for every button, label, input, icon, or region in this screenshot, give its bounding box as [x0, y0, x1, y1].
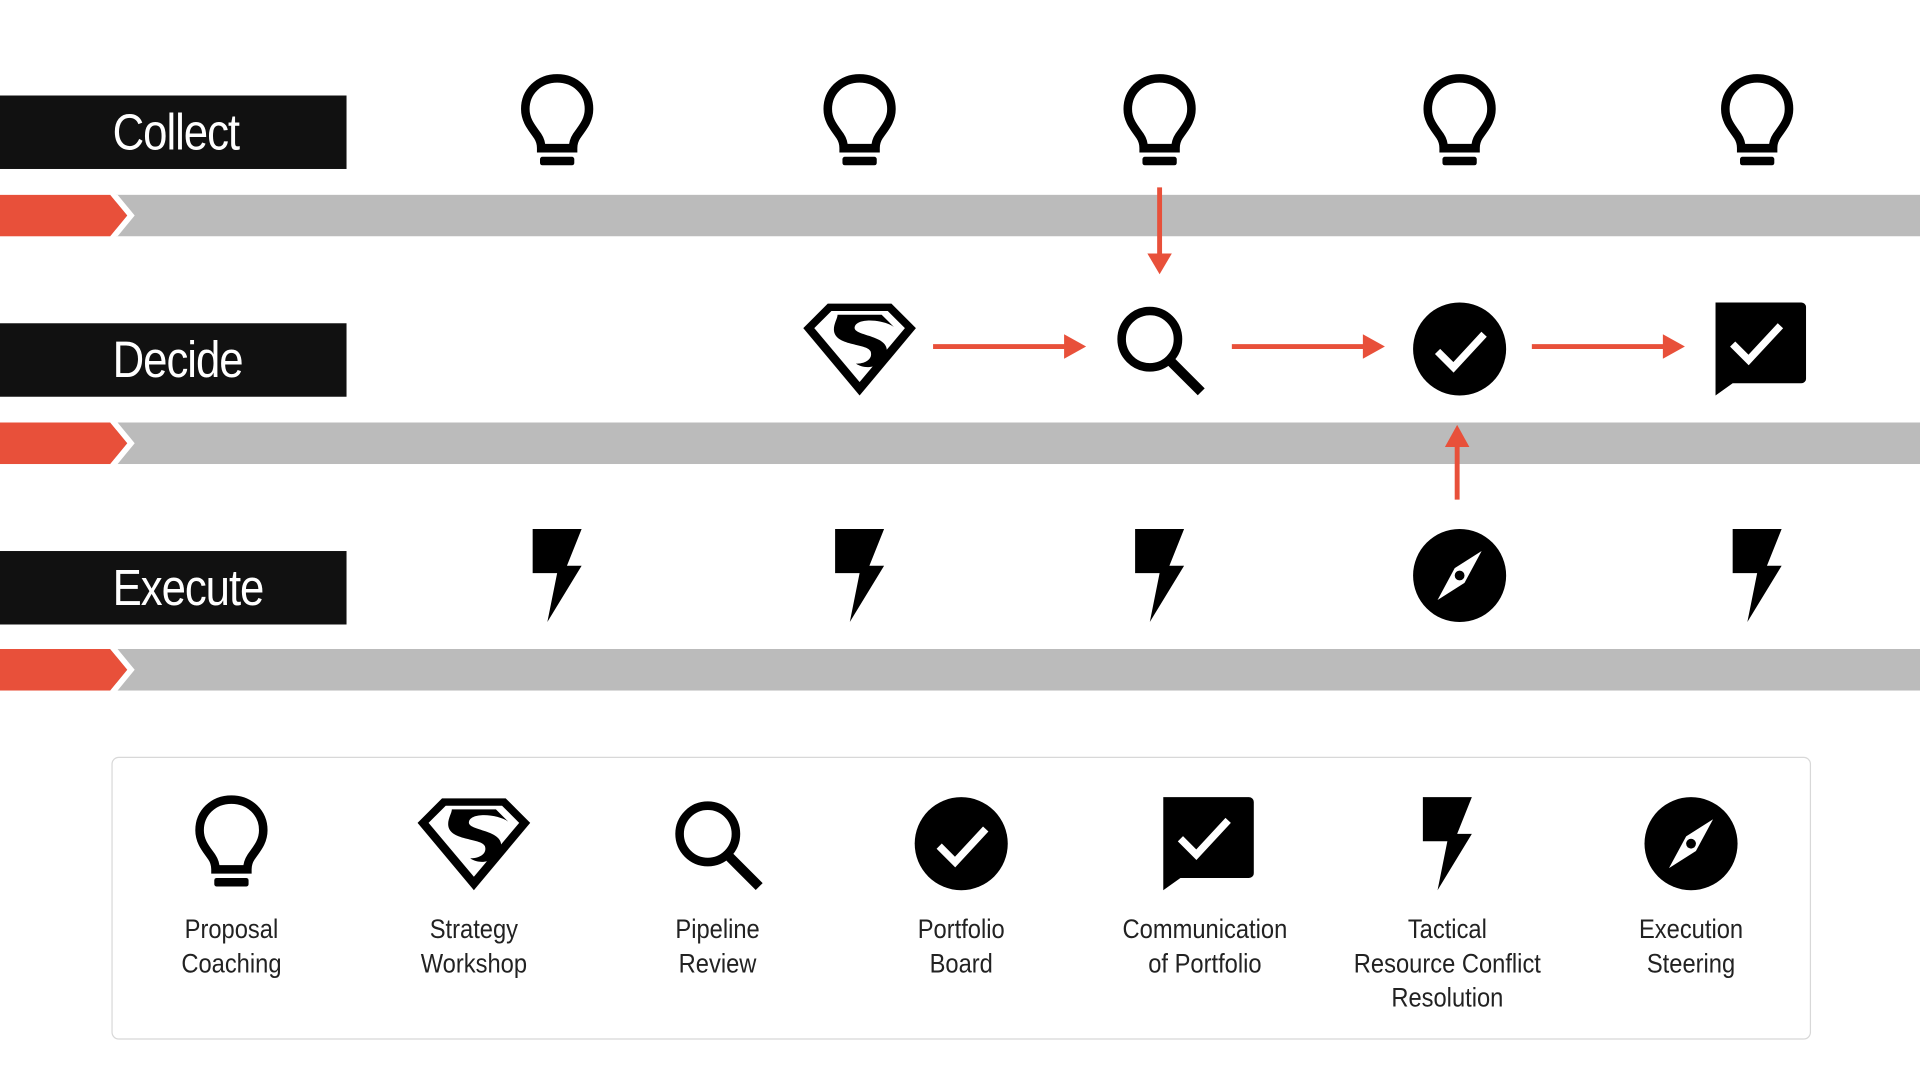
arrow-pipeline-to-board	[1231, 334, 1385, 359]
arrow-board-to-communication	[1531, 334, 1685, 359]
legend-label-line: Pipeline	[675, 913, 760, 945]
check-message-icon	[1156, 795, 1254, 893]
lane-title: Decide	[112, 330, 244, 389]
lane-label-decide: Decide	[0, 323, 347, 397]
legend-label-line: Steering	[1646, 947, 1736, 979]
bolt-icon	[1398, 795, 1496, 893]
lane-label-execute: Execute	[0, 551, 347, 625]
lane-label-collect: Collect	[0, 95, 347, 169]
arrow-up-steering-to-board	[1444, 424, 1470, 500]
check-circle-icon	[912, 795, 1010, 893]
arrow-down-collect-to-pipeline	[1147, 187, 1172, 275]
legend-label-line: Communication	[1122, 913, 1288, 945]
lane-title: Execute	[112, 558, 265, 616]
timeline-band-decide	[0, 422, 1920, 465]
legend-label-line: of Portfolio	[1148, 947, 1262, 979]
arrow-strategy-to-pipeline	[933, 334, 1087, 359]
legend-label-line: Tactical	[1407, 913, 1487, 945]
lightbulb-icon	[182, 795, 280, 893]
legend-label-line: Portfolio	[917, 913, 1005, 945]
legend-label-line: Execution	[1638, 913, 1744, 945]
lane-title: Collect	[112, 102, 240, 161]
legend-label-line: Board	[929, 947, 993, 979]
legend-label-line: Coaching	[181, 947, 282, 979]
legend-label-line: Strategy	[429, 913, 519, 945]
timeline-band-collect	[0, 194, 1920, 237]
legend-label-line: Proposal	[184, 913, 279, 945]
timeline-band-execute	[0, 648, 1920, 691]
compass-icon	[1642, 795, 1740, 893]
superman-icon	[415, 795, 533, 893]
legend-label-line: Workshop	[420, 947, 528, 979]
legend-label-line: Resolution	[1391, 982, 1504, 1013]
legend-label-line: Review	[678, 947, 757, 979]
search-icon	[669, 795, 767, 893]
legend-label-line: Resource Conflict	[1353, 947, 1541, 979]
